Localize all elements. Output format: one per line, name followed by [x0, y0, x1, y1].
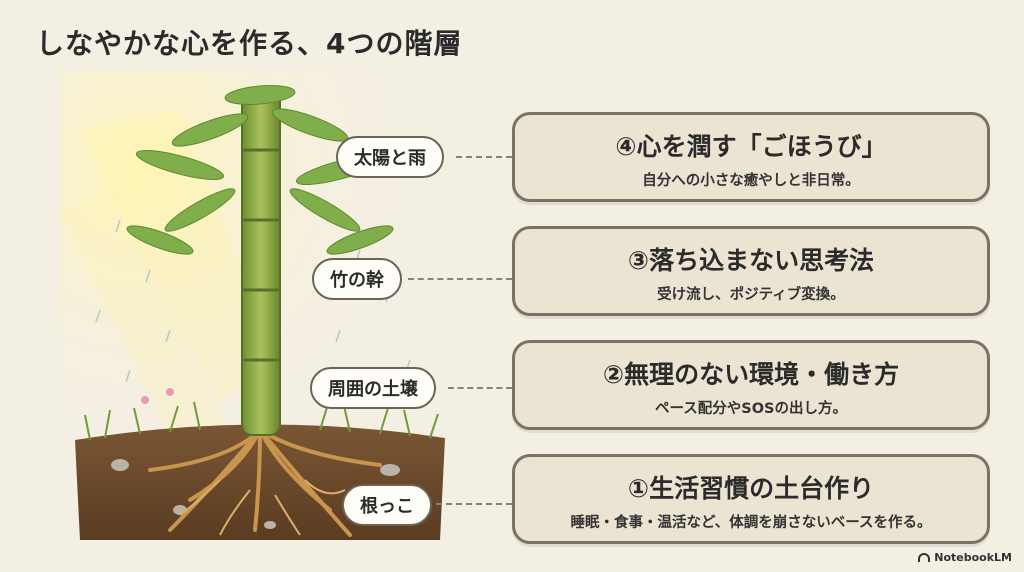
connector-sun-rain [456, 156, 512, 158]
card-title: ①生活習慣の土台作り [627, 474, 875, 503]
card-title: ③落ち込まない思考法 [627, 246, 875, 275]
card-environment: ②無理のない環境・働き方 ペース配分やSOSの出し方。 [512, 340, 990, 430]
card-description: 受け流し、ポジティブ変換。 [657, 287, 845, 303]
card-thinking: ③落ち込まない思考法 受け流し、ポジティブ変換。 [512, 226, 990, 316]
label-roots: 根っこ [342, 484, 432, 526]
connector-trunk [408, 278, 512, 280]
label-sun-rain: 太陽と雨 [336, 136, 444, 178]
connector-soil [448, 387, 512, 389]
card-description: 自分への小さな癒やしと非日常。 [642, 173, 860, 189]
brand-logo: NotebookLM [918, 551, 1012, 564]
card-title: ②無理のない環境・働き方 [602, 360, 900, 389]
label-soil: 周囲の土壌 [310, 367, 436, 409]
label-trunk: 竹の幹 [312, 258, 402, 300]
card-description: ペース配分やSOSの出し方。 [655, 401, 847, 417]
card-description: 睡眠・食事・温活など、体調を崩さないベースを作る。 [570, 515, 932, 531]
card-title: ④心を潤す「ごほうび」 [615, 132, 887, 161]
connector-roots [436, 503, 512, 505]
card-habits: ①生活習慣の土台作り 睡眠・食事・温活など、体調を崩さないベースを作る。 [512, 454, 990, 544]
card-reward: ④心を潤す「ごほうび」 自分への小さな癒やしと非日常。 [512, 112, 990, 202]
notebooklm-logo-icon [918, 553, 931, 562]
page-title: しなやかな心を作る、4つの階層 [36, 27, 463, 60]
brand-name: NotebookLM [934, 551, 1012, 564]
